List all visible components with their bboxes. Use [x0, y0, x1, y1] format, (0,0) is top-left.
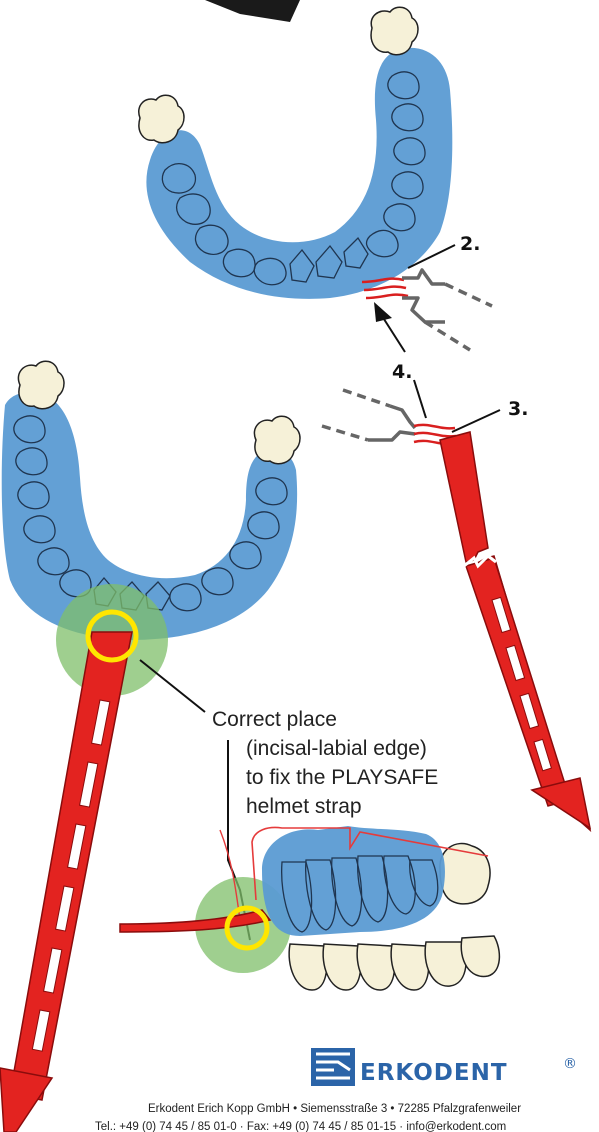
loose-strap-body [466, 558, 570, 806]
step3-label: 3. [508, 398, 528, 420]
footer-address: Erkodent Erich Kopp GmbH • Siemensstraße… [148, 1103, 521, 1115]
top-clip-dashed-1 [445, 284, 492, 306]
side-lower-tooth-2 [323, 944, 361, 990]
callout-line3: to fix the PLAYSAFE [246, 766, 438, 789]
side-lower-tooth-1 [289, 944, 327, 990]
step3-leader [452, 410, 500, 432]
step2-label: 2. [460, 233, 480, 255]
top-mouthguard [139, 7, 492, 350]
callout-line2: (incisal-labial edge) [246, 737, 427, 760]
callout-line1: Correct place [212, 708, 337, 731]
top-wire-3 [366, 295, 408, 298]
loose-clip-dashed-2 [322, 426, 368, 440]
callout-leader-left [140, 660, 205, 712]
top-clip-dashed-2 [425, 322, 470, 350]
left-strap [0, 632, 132, 1132]
step4-arrow-head [374, 302, 392, 322]
loose-clip-dashed-1 [343, 390, 390, 406]
loose-clip [368, 406, 415, 440]
loose-wire-2 [414, 433, 456, 436]
loose-strap-upper [440, 432, 488, 562]
loose-wire-1 [414, 425, 455, 428]
step4-label: 4. [392, 361, 412, 383]
callout-line4: helmet strap [246, 795, 362, 818]
left-molar-left [18, 361, 64, 409]
step4-arrow-line [382, 316, 405, 352]
side-lower-tooth-3 [357, 944, 395, 990]
side-lower-tooth-5 [425, 942, 466, 986]
top-mouthguard-tray [146, 48, 452, 299]
logo-registered: ® [563, 1056, 577, 1072]
side-lower-tooth-4 [391, 944, 429, 990]
erkodent-logo: ERKODENT ® [311, 1048, 577, 1086]
side-view [120, 826, 499, 990]
left-mouthguard [2, 361, 300, 640]
side-lower-tooth-6 [461, 936, 499, 977]
left-molar-right [254, 416, 300, 464]
top-clip [402, 270, 445, 322]
side-upper-molar [440, 843, 490, 903]
top-dark-wedge [205, 0, 300, 22]
top-right-molar [371, 7, 418, 55]
left-strap-tip [0, 1068, 52, 1132]
footer-contact: Tel.: +49 (0) 74 45 / 85 01-0 · Fax: +49… [95, 1121, 506, 1132]
loose-strap [322, 390, 590, 830]
step4-leader [414, 380, 426, 418]
logo-wordmark: ERKODENT [360, 1060, 508, 1086]
